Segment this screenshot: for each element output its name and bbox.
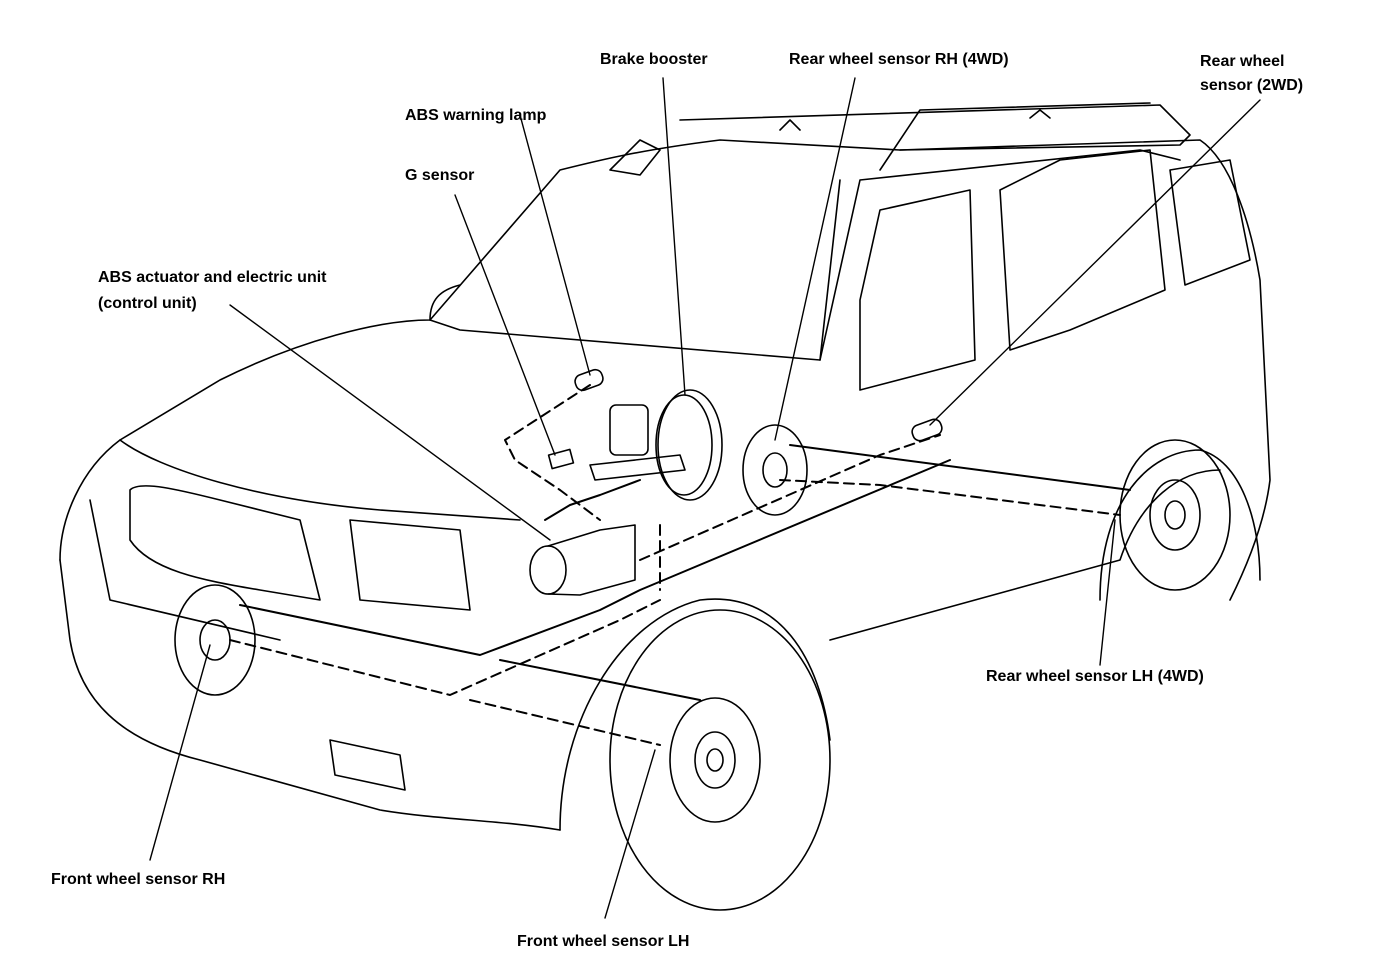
- label-abs-actuator-line2: (control unit): [98, 295, 197, 312]
- leader-lines: [149, 77, 1261, 919]
- brake-booster: [589, 389, 723, 501]
- abs-warning-lamp: [574, 368, 604, 392]
- label-rear-wheel-sensor-2wd-line1: Rear wheel: [1200, 53, 1285, 70]
- label-front-wheel-sensor-rh: Front wheel sensor RH: [51, 871, 226, 888]
- label-brake-booster: Brake booster: [600, 51, 708, 68]
- label-rear-wheel-sensor-2wd-line2: sensor (2WD): [1200, 77, 1304, 94]
- wiring-dashed: [229, 384, 1121, 746]
- rear-right-wheel: [742, 424, 808, 516]
- vehicle-body: [59, 102, 1271, 831]
- g-sensor: [547, 448, 575, 470]
- label-abs-actuator-line1: ABS actuator and electric unit: [98, 269, 327, 286]
- front-left-wheel: [609, 609, 831, 911]
- rear-sensor-2wd: [911, 418, 943, 442]
- label-front-wheel-sensor-lh: Front wheel sensor LH: [517, 933, 690, 950]
- rear-left-wheel: [1119, 439, 1231, 591]
- label-rear-wheel-sensor-rh-4wd: Rear wheel sensor RH (4WD): [789, 51, 1009, 68]
- label-abs-warning-lamp: ABS warning lamp: [405, 107, 547, 124]
- label-rear-wheel-sensor-lh-4wd: Rear wheel sensor LH (4WD): [986, 668, 1204, 685]
- abs-actuator: [529, 524, 636, 596]
- front-right-wheel: [174, 584, 256, 696]
- wiring-solid: [239, 444, 1131, 701]
- label-g-sensor: G sensor: [405, 167, 475, 184]
